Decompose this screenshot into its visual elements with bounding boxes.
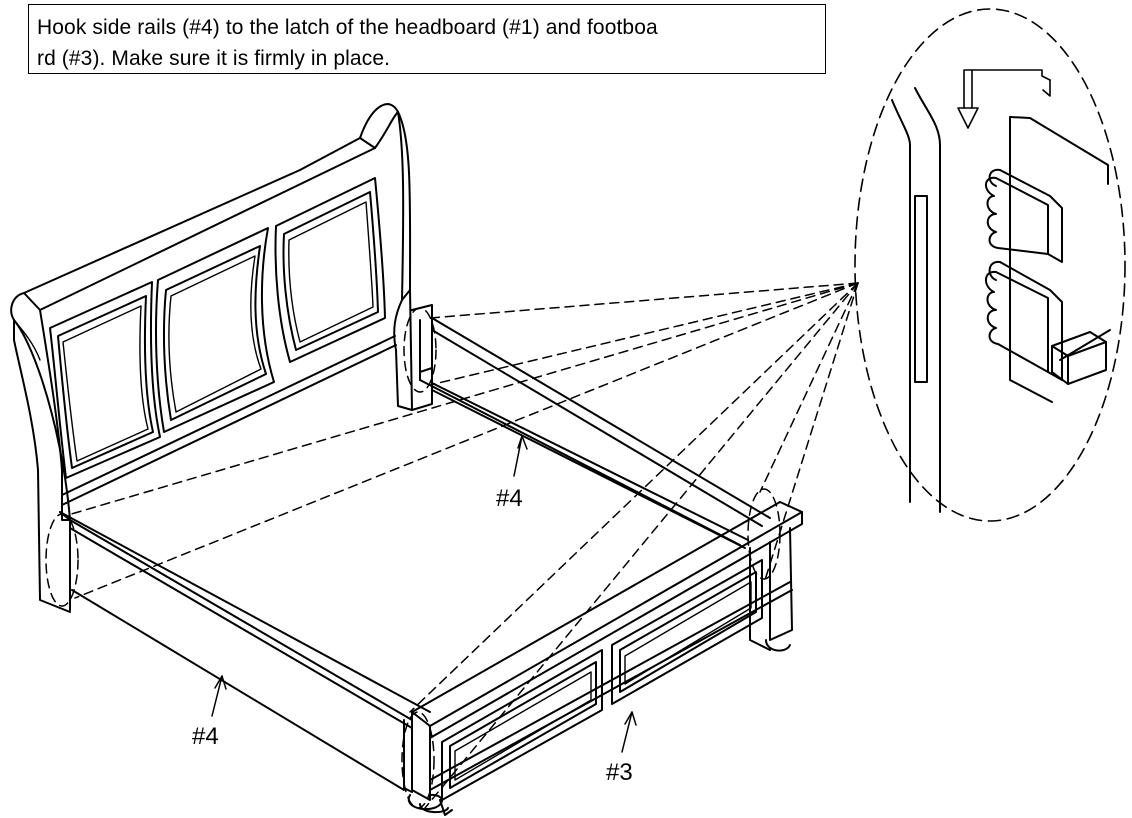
headboard-panel-left (49, 281, 161, 479)
joint-circle-headboard-left (45, 513, 79, 607)
headboard (10, 103, 433, 613)
instruction-box: Hook side rails (#4) to the latch of the… (28, 4, 826, 74)
latch-bracket-upper (985, 168, 1063, 263)
label-side-rail-front: #4 (192, 723, 219, 750)
joint-circle-footboard-left (401, 711, 435, 809)
downward-arrow-icon (957, 69, 1051, 129)
instruction-line-2: rd (#3). Make sure it is firmly in place… (37, 47, 391, 70)
latch-bracket-lower (985, 260, 1063, 381)
part-callouts (211, 435, 637, 753)
headboard-panel-middle (155, 227, 275, 433)
side-rail-back (419, 317, 771, 549)
leader-lines (67, 282, 859, 809)
footboard-panel-right (611, 559, 763, 705)
headboard-panel-right (274, 177, 386, 363)
footboard-panel-left (441, 649, 603, 801)
joint-circle-headboard-right (403, 307, 437, 393)
instruction-line-1: Hook side rails (#4) to the latch of the… (37, 16, 658, 39)
side-rail-front (59, 511, 431, 791)
label-footboard: #3 (606, 759, 633, 786)
latch-detail-callout (854, 8, 1126, 522)
footboard (403, 501, 803, 816)
label-side-rail-back: #4 (496, 485, 523, 512)
